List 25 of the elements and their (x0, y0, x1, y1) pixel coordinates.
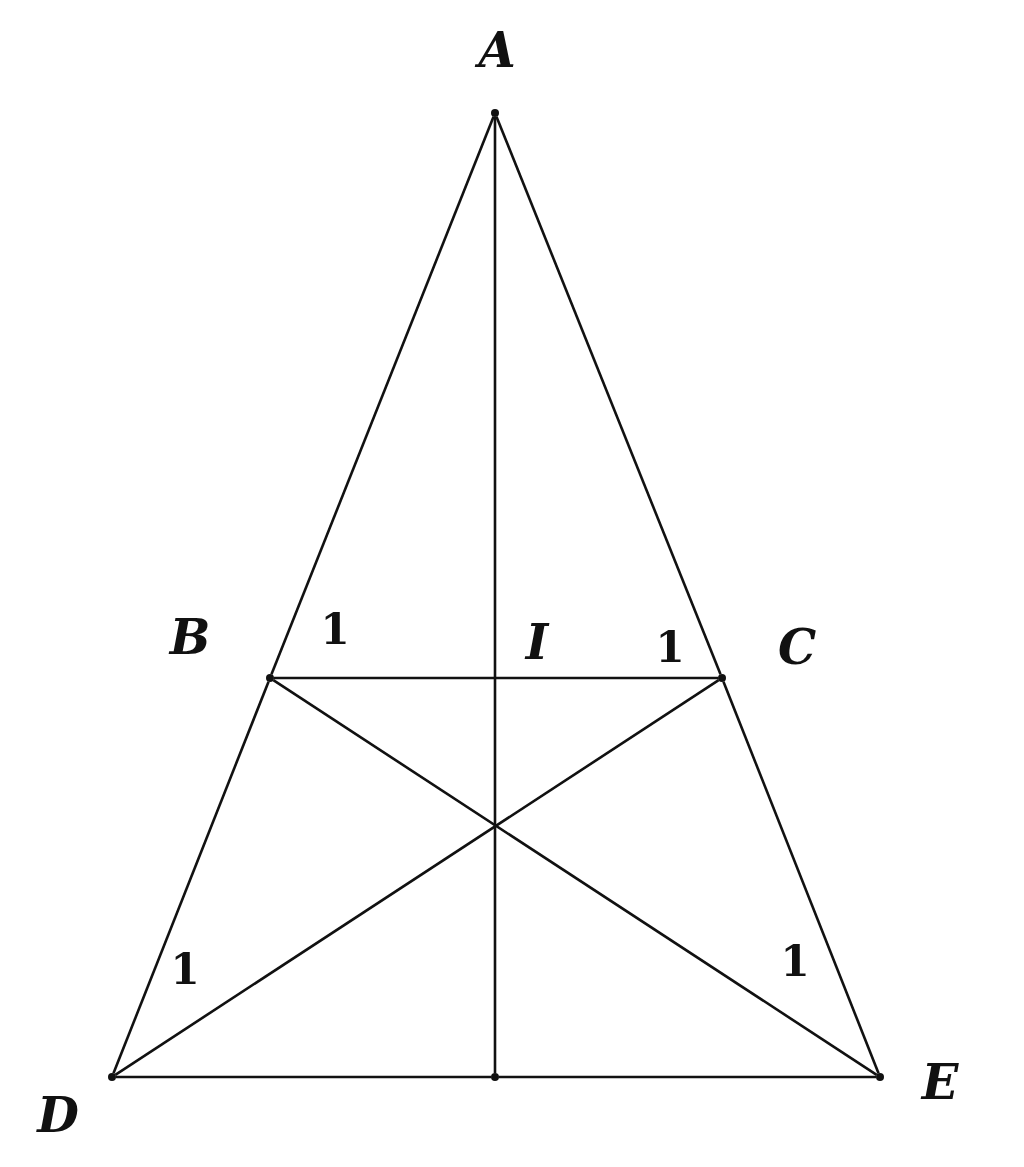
line-segment (116, 1075, 491, 1079)
point-dot (876, 1073, 884, 1081)
point-dot (108, 1073, 116, 1081)
line-segment (493, 117, 497, 1073)
line-segment (272, 679, 878, 1076)
line-segment (114, 679, 720, 1076)
angle-label: 1 (170, 949, 200, 991)
line-segment (270, 116, 495, 675)
angle-label: 1 (320, 609, 350, 651)
point-label: D (37, 1091, 79, 1139)
point-dot (491, 1073, 499, 1081)
point-label: B (169, 613, 211, 661)
angle-label: 1 (780, 941, 810, 983)
line-segment (499, 1075, 876, 1079)
line-segment (112, 681, 270, 1074)
line-segment (274, 676, 718, 680)
point-dot (491, 109, 499, 117)
point-label: E (921, 1058, 959, 1106)
point-dot (266, 674, 274, 682)
line-segment (722, 681, 880, 1074)
point-label: C (777, 623, 817, 671)
line-segment (495, 116, 722, 675)
point-dot (718, 674, 726, 682)
point-label: I (525, 618, 549, 666)
angle-label: 1 (655, 627, 685, 669)
